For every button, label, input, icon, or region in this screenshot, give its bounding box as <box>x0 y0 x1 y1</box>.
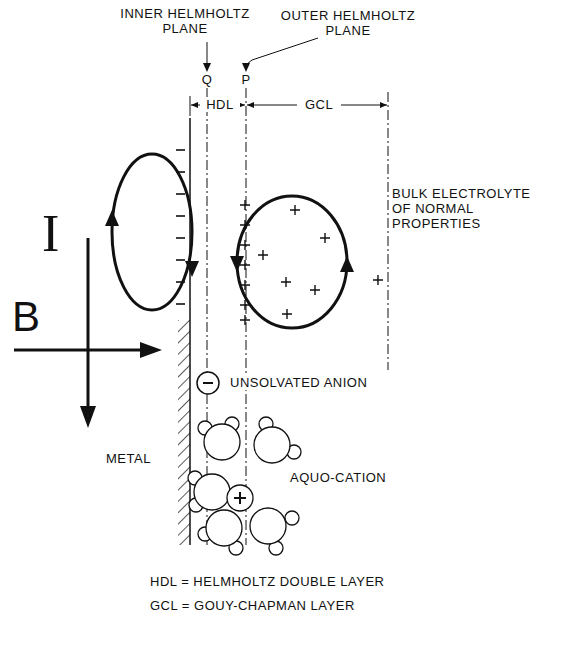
arrowhead <box>80 406 96 428</box>
leader-line <box>207 42 208 64</box>
current-symbol: I <box>42 206 59 262</box>
arrowhead <box>185 261 199 277</box>
leader-line <box>252 38 318 60</box>
metal-hatching <box>178 320 190 545</box>
anion-symbol <box>197 372 219 394</box>
arrowhead <box>380 102 387 108</box>
plane-label: OUTER HELMHOLTZ PLANE <box>268 8 428 38</box>
arrowhead <box>105 210 119 226</box>
field-arrow <box>14 349 144 352</box>
arrowhead <box>247 102 254 108</box>
arrowhead <box>203 63 211 72</box>
arrowhead <box>191 102 198 108</box>
arrowhead <box>140 342 162 358</box>
material-label: METAL <box>106 451 151 466</box>
ion-label: UNSOLVATED ANION <box>228 375 369 390</box>
abbreviation-note: HDL = HELMHOLTZ DOUBLE LAYER <box>150 574 384 589</box>
current-arrow <box>87 238 90 410</box>
arrowhead <box>230 256 244 272</box>
water-molecules <box>188 417 301 555</box>
plane-letter: P <box>239 72 253 87</box>
current-loop <box>237 196 347 328</box>
bulk-boundary-line <box>388 92 389 370</box>
ion-label: AQUO-CATION <box>290 470 386 485</box>
layer-label: GCL <box>297 97 341 112</box>
plane-letter: Q <box>200 72 214 87</box>
plane-label: INNER HELMHOLTZ PLANE <box>110 6 260 36</box>
anion-symbol <box>203 382 213 384</box>
cation-symbol <box>234 492 246 504</box>
layer-label: HDL <box>200 97 240 112</box>
region-label: BULK ELECTROLYTE OF NORMAL PROPERTIES <box>392 186 552 231</box>
arrowhead <box>340 256 354 272</box>
arrowhead <box>242 63 250 72</box>
field-symbol: B <box>12 294 40 340</box>
dimension-tick <box>190 96 191 116</box>
abbreviation-note: GCL = GOUY-CHAPMAN LAYER <box>150 598 355 613</box>
positive-charges <box>240 200 383 325</box>
current-loop <box>112 154 192 310</box>
